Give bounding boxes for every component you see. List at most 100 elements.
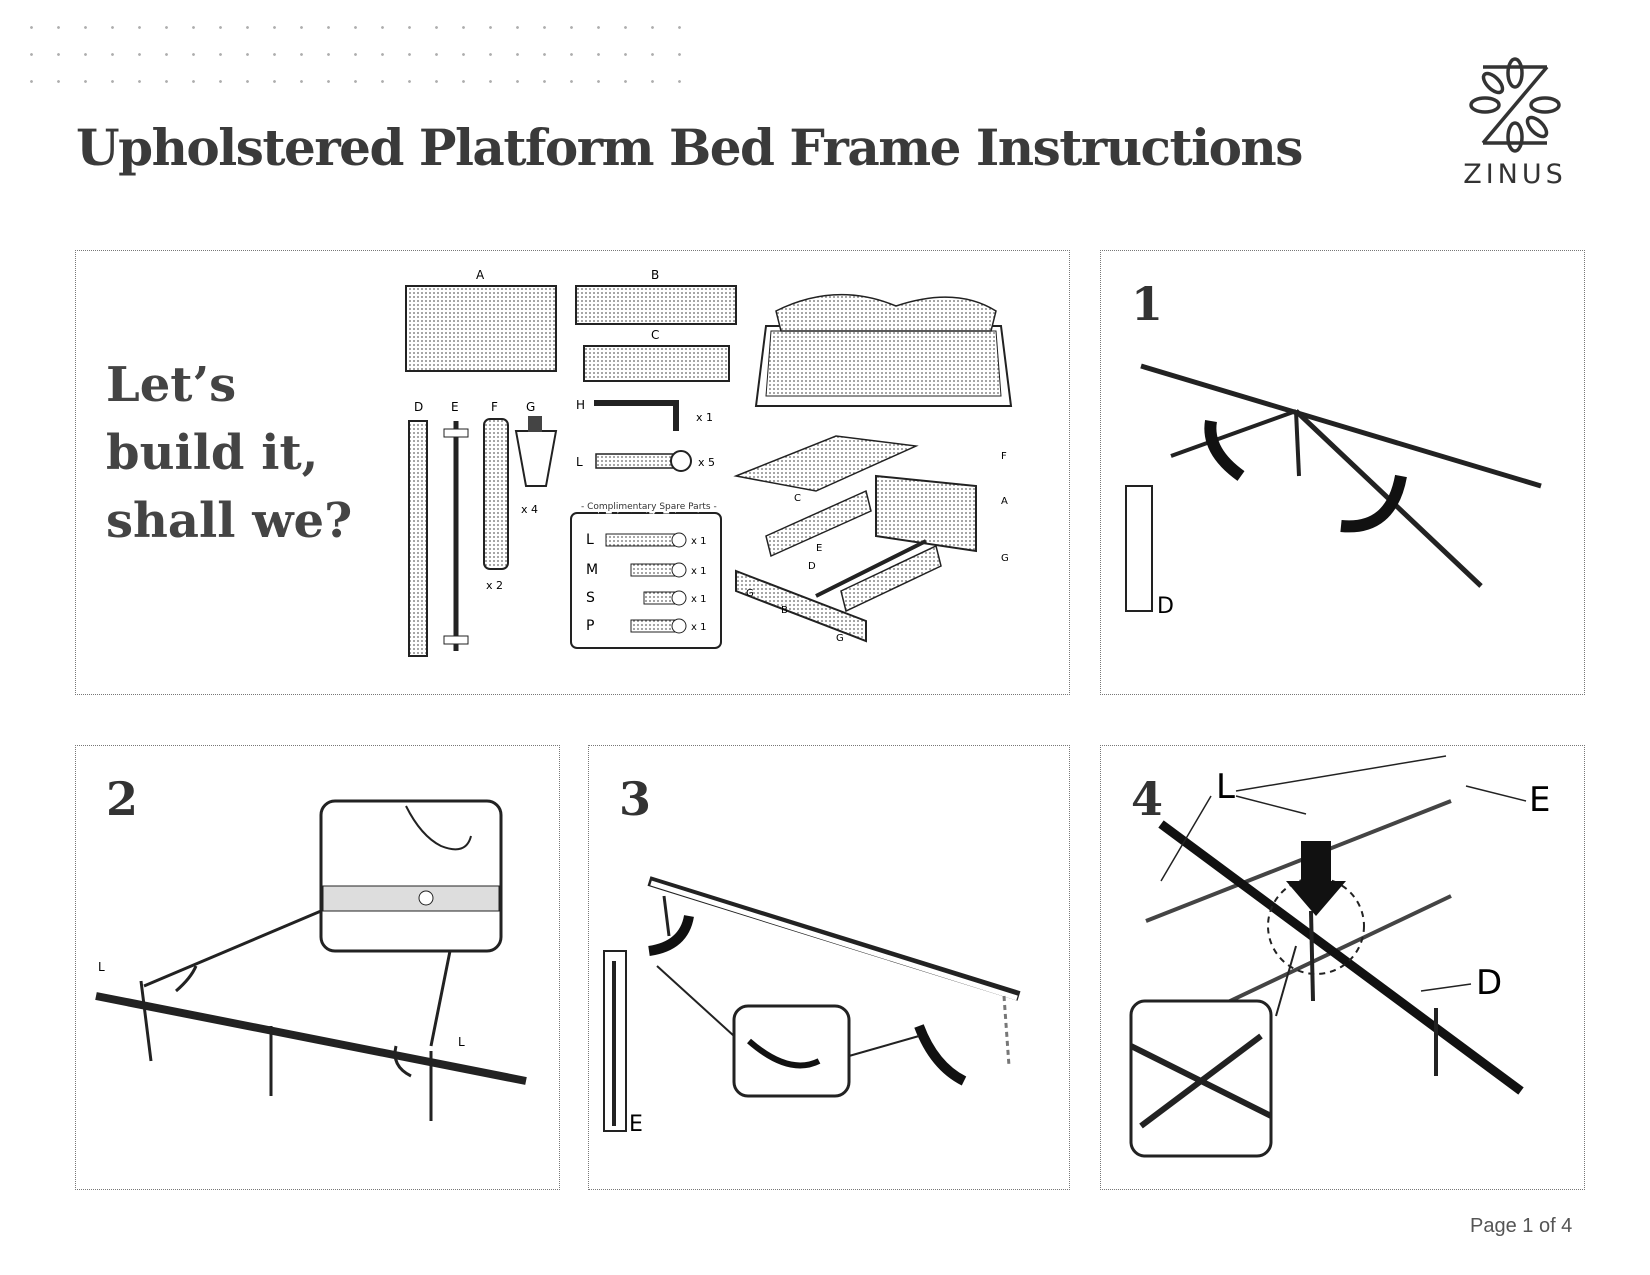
parts-overview-panel: Let’s build it, shall we? A B C D E F x … bbox=[75, 250, 1070, 695]
part-L-bolt-head bbox=[670, 450, 692, 472]
step-4-label-L: L bbox=[1216, 767, 1235, 807]
rotate-arrow-icon bbox=[175, 965, 198, 993]
part-label-H: H bbox=[576, 398, 585, 412]
slogan-line-1: Let’s bbox=[106, 357, 237, 413]
leg-folded bbox=[662, 895, 671, 937]
diagram-label-D: D bbox=[808, 561, 816, 572]
part-D-center-rail bbox=[408, 420, 428, 657]
bed-side-rail-exploded bbox=[765, 489, 872, 558]
part-label-A: A bbox=[476, 268, 485, 282]
detail-rail bbox=[322, 885, 500, 912]
step-3-illustration: E bbox=[603, 876, 1021, 1137]
step-2-label-L-left: L bbox=[98, 960, 105, 974]
leader-L-3 bbox=[1235, 795, 1307, 815]
spare-parts-box bbox=[570, 512, 722, 649]
callout-line bbox=[656, 965, 735, 1037]
diagram-label-A: A bbox=[1001, 496, 1008, 507]
leg-folded-left bbox=[1170, 409, 1297, 458]
rotate-arrow-right-icon bbox=[1340, 474, 1407, 533]
spare-part-qty-M: x 1 bbox=[691, 566, 706, 577]
step-4-label-D: D bbox=[1476, 963, 1502, 1003]
diagram-label-B: B bbox=[781, 605, 788, 616]
part-E-bracket-top bbox=[443, 428, 469, 438]
step-2-label-L-right: L bbox=[458, 1035, 465, 1049]
slat-roll-illustration bbox=[733, 435, 919, 492]
part-G-qty: x 4 bbox=[521, 503, 538, 516]
step-3-label-E: E bbox=[629, 1112, 643, 1137]
center-rail bbox=[95, 992, 527, 1085]
slogan-line-3: shall we? bbox=[106, 493, 353, 549]
zinus-logo: ZINUS bbox=[1450, 55, 1580, 190]
detail-rotate-arrow-icon bbox=[747, 1038, 821, 1069]
callout-line-2 bbox=[848, 1035, 920, 1057]
slogan-line-2: build it, bbox=[106, 425, 319, 481]
intro-slogan: Let’s build it, shall we? bbox=[106, 351, 352, 555]
part-B-footboard bbox=[575, 285, 737, 325]
part-A-headboard bbox=[405, 285, 557, 372]
part-D-callout bbox=[1125, 485, 1153, 612]
spare-part-label-P: P bbox=[586, 618, 594, 634]
page-title: Upholstered Platform Bed Frame Instructi… bbox=[76, 118, 1303, 177]
part-L-qty: x 5 bbox=[698, 456, 715, 469]
center-rail-D bbox=[1158, 820, 1524, 1095]
leader-D bbox=[1420, 983, 1472, 992]
bolt-L-left bbox=[139, 980, 153, 1062]
decorative-dot-grid bbox=[18, 14, 688, 84]
part-G-leg bbox=[514, 430, 558, 487]
part-E-callout bbox=[603, 950, 627, 1132]
spare-part-L-bolt bbox=[605, 533, 677, 547]
brand-name: ZINUS bbox=[1463, 159, 1567, 190]
leader-L-2 bbox=[1235, 755, 1447, 792]
leader-L-1 bbox=[1160, 795, 1212, 882]
center-rail-inner bbox=[650, 880, 1018, 1001]
spare-part-M-head bbox=[671, 562, 687, 578]
step-4-illustration: L E D bbox=[1129, 755, 1550, 1158]
spare-part-qty-S: x 1 bbox=[691, 594, 706, 605]
spare-part-qty-L: x 1 bbox=[691, 536, 706, 547]
detail-bolt bbox=[418, 890, 434, 906]
part-G-leg-bolt bbox=[528, 416, 542, 432]
step-number: 1 bbox=[1131, 277, 1164, 331]
part-H-qty: x 1 bbox=[696, 411, 713, 424]
rotate-arrow-icon-2 bbox=[393, 1045, 412, 1078]
packaging-box-inner bbox=[765, 330, 1002, 397]
parts-diagram: A B C D E F x 2 G x 4 H x 1 L x 5 - Comp… bbox=[405, 268, 1013, 657]
diagram-label-G2: G bbox=[746, 588, 754, 599]
spare-part-S-head bbox=[671, 590, 687, 606]
part-label-L: L bbox=[576, 455, 583, 469]
step-number: 3 bbox=[619, 772, 652, 826]
callout-line bbox=[1275, 945, 1297, 1017]
part-F-qty: x 2 bbox=[486, 579, 503, 592]
step-3-panel: 3 E bbox=[588, 745, 1070, 1190]
diagram-label-G: G bbox=[1001, 553, 1009, 564]
bed-footboard-exploded bbox=[735, 569, 867, 643]
detail-rail-2 bbox=[1139, 1033, 1263, 1129]
part-F-slat-roll bbox=[483, 418, 509, 570]
part-label-E: E bbox=[451, 400, 459, 414]
spare-parts-title: - Complimentary Spare Parts - bbox=[581, 502, 717, 512]
spare-part-M-bolt bbox=[630, 563, 677, 577]
page-number: Page 1 of 4 bbox=[1470, 1215, 1573, 1237]
detail-callout-box bbox=[319, 799, 503, 953]
step-4-label-E: E bbox=[1529, 780, 1550, 820]
fold-arrow-icon bbox=[648, 914, 694, 956]
bed-headboard-exploded bbox=[875, 474, 977, 553]
hand-icon bbox=[405, 805, 472, 851]
step-number: 4 bbox=[1131, 772, 1164, 826]
step-number: 2 bbox=[106, 772, 139, 826]
leader-E bbox=[1465, 785, 1527, 802]
part-L-bolt bbox=[595, 453, 677, 469]
part-C-side-rail bbox=[583, 345, 730, 382]
rotate-arrow-left-icon bbox=[1204, 420, 1245, 481]
step-4-panel: 4 L E D bbox=[1100, 745, 1585, 1190]
spare-part-S-bolt bbox=[643, 591, 677, 605]
down-arrow-icon bbox=[1286, 841, 1346, 916]
diagram-label-G3: G bbox=[836, 633, 844, 644]
spare-part-label-M: M bbox=[586, 562, 598, 578]
step-1-label-D: D bbox=[1157, 594, 1174, 619]
leg-center bbox=[1294, 410, 1301, 477]
zinus-leaf-logo-icon bbox=[1469, 57, 1561, 153]
callout-line-2 bbox=[429, 945, 453, 1047]
part-label-F: F bbox=[491, 400, 498, 414]
packaging-foam-wrap bbox=[775, 293, 997, 332]
